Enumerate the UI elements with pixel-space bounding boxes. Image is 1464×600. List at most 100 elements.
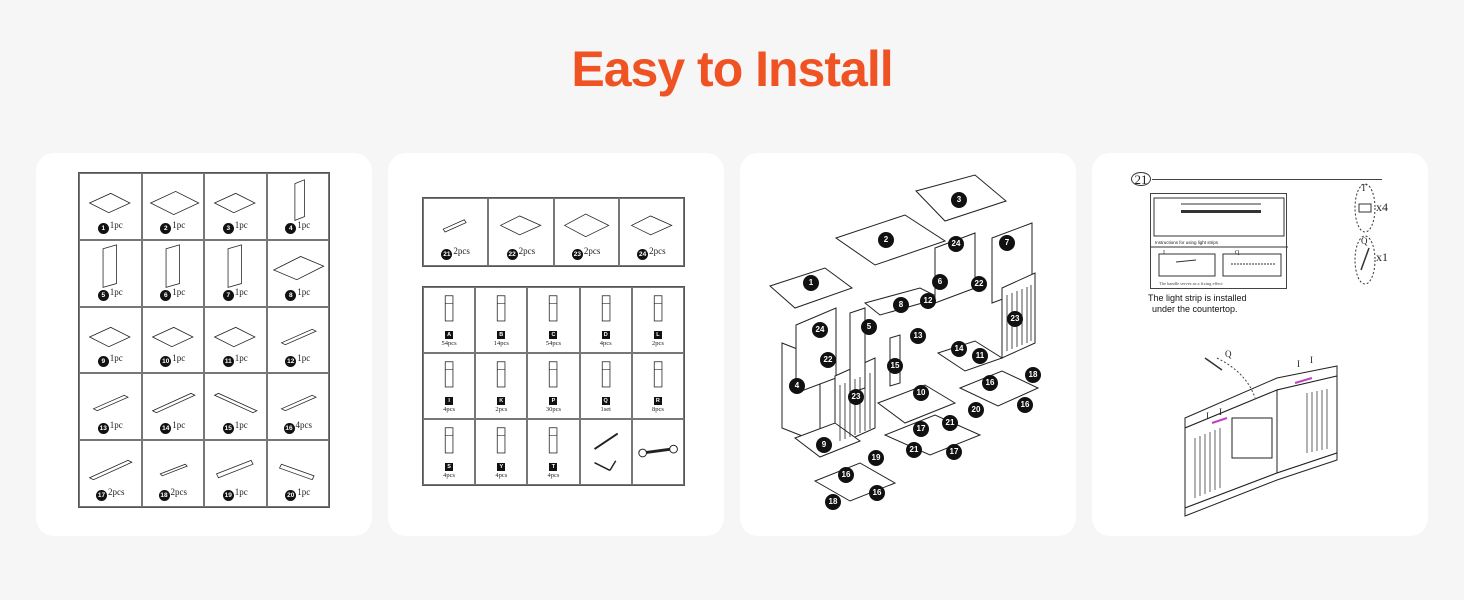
part-quantity: 1pc (297, 487, 311, 497)
part-drawing (88, 192, 131, 214)
part-drawing (92, 395, 129, 412)
part-drawing (630, 215, 673, 236)
part-quantity: 4pcs (295, 420, 313, 431)
part-callout: 22 (820, 352, 836, 368)
hardware-drawing (497, 295, 506, 322)
hardware-drawing (444, 295, 454, 322)
hardware-drawing (444, 427, 454, 454)
part-number: 12 (285, 356, 297, 368)
part-callout: 17 (946, 444, 962, 460)
part-callout: 6 (932, 274, 948, 290)
part-callout: 16 (838, 467, 854, 483)
part-quantity: 1pc (234, 353, 248, 364)
light-strip-instructions: Instructions for using light strips I Q … (1150, 193, 1288, 289)
part-quantity: 1pc (172, 219, 186, 230)
part-callout: 2 (878, 232, 894, 248)
part-callout: 24 (812, 322, 828, 338)
hardware-letter: Y (497, 463, 506, 471)
part-number: 4 (285, 222, 297, 234)
hardware-drawing (497, 361, 506, 388)
part-callout: 23 (848, 389, 864, 405)
part-callout: 11 (972, 348, 988, 364)
hardware-letter: B (497, 331, 506, 339)
part-callout: 5 (861, 319, 877, 335)
part-callout: 22 (971, 276, 987, 292)
part-callout: 20 (968, 402, 984, 418)
part-quantity: 1pc (297, 286, 311, 297)
part-callout: 21 (942, 415, 958, 431)
console-letter-i-2: I (1219, 407, 1222, 417)
part-number: 15 (222, 423, 234, 435)
hardware-drawing (653, 295, 663, 322)
part-quantity: 2pcs (108, 487, 125, 497)
part-drawing (215, 460, 254, 479)
part-callout: 3 (951, 192, 967, 208)
hardware-quantity: 54pcs (545, 340, 562, 347)
part-quantity: 1pc (234, 286, 248, 297)
part-drawing (499, 215, 542, 236)
part-quantity: 2pcs (649, 246, 666, 256)
console-letter-i-3: I (1297, 359, 1300, 369)
part-callout: 12 (920, 293, 936, 309)
instructions-drawing (1151, 197, 1288, 277)
part-quantity: 1pc (172, 286, 186, 297)
part-callout: 4 (789, 378, 805, 394)
part-quantity: 1pc (297, 219, 311, 230)
part-callout: 13 (910, 328, 926, 344)
part-quantity: 1pc (234, 420, 248, 431)
step-number: 21 (1131, 172, 1151, 186)
hardware-letter: L (653, 331, 662, 339)
hardware-letter: T (549, 463, 558, 471)
part-number: 24 (637, 249, 649, 260)
part-quantity: 1pc (109, 286, 123, 297)
hardware-cell (579, 419, 632, 485)
part-drawing (280, 328, 317, 345)
part-quantity: 1pc (172, 420, 186, 431)
hardware-drawing (444, 361, 454, 388)
part-callout: 18 (1025, 367, 1041, 383)
part-callout: 24 (948, 236, 964, 252)
part-quantity: 1pc (234, 219, 248, 230)
part-drawing (213, 192, 256, 214)
hardware-quantity: 4pcs (443, 472, 456, 479)
hardware-quantity: 4pcs (495, 472, 508, 479)
part-number: 7 (222, 289, 234, 301)
hardware-drawing (549, 361, 558, 388)
part-callout: 17 (913, 421, 929, 437)
part-drawing (149, 190, 200, 216)
part-drawing (213, 393, 258, 414)
hardware-drawing (601, 295, 610, 322)
hardware-letter: A (445, 331, 454, 339)
part-callout: 16 (1017, 397, 1033, 413)
page-title: Easy to Install (571, 41, 893, 97)
part-drawing (278, 463, 315, 481)
part-callout: 16 (982, 375, 998, 391)
hardware-quantity: 1set (600, 406, 611, 413)
part-quantity: 2pcs (518, 246, 536, 256)
lighting-step-card: 21 Instructions for using light strips I… (1092, 153, 1428, 536)
